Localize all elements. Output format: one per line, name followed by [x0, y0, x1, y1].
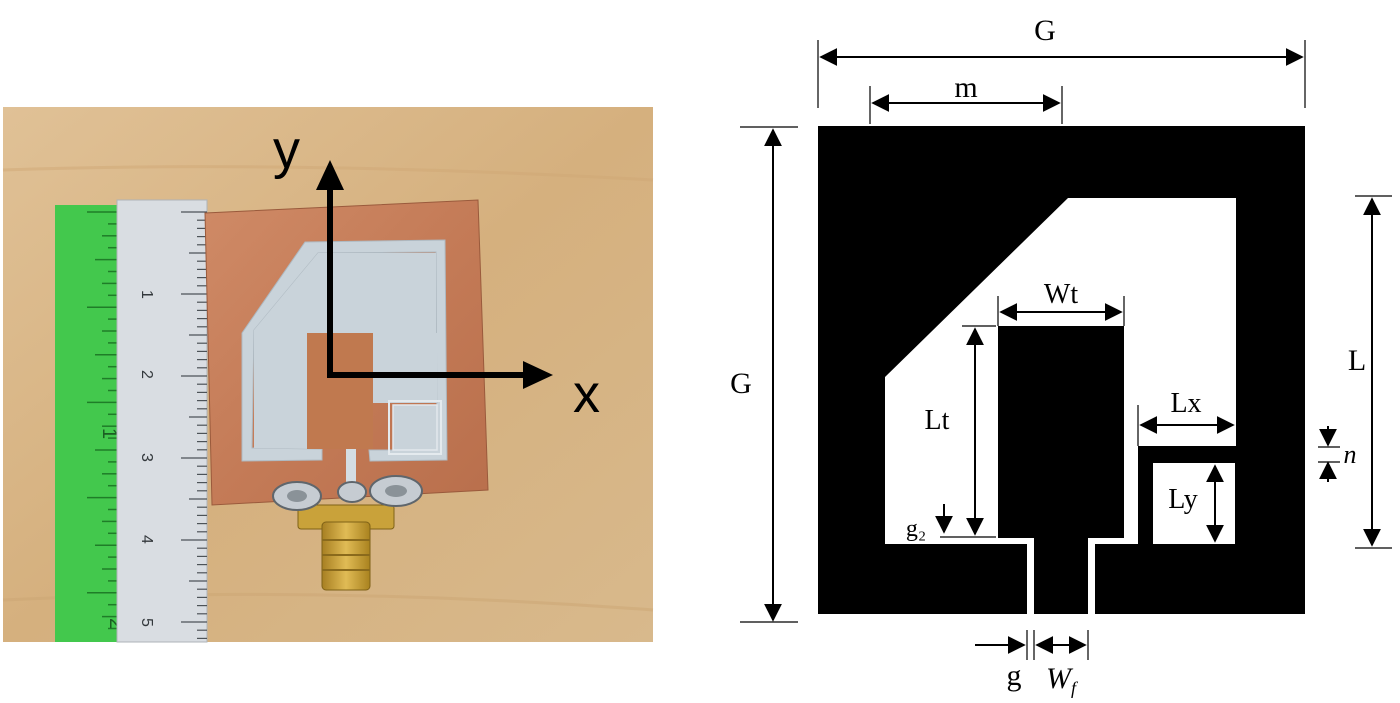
sma-connector — [272, 475, 423, 591]
feed-gap-left — [1027, 536, 1034, 614]
label-g-top: G — [1034, 14, 1056, 47]
label-n: n — [1344, 440, 1357, 469]
label-ly: Ly — [1168, 484, 1198, 515]
label-lt: Lt — [925, 405, 950, 436]
label-wt: Wt — [1044, 279, 1078, 310]
inner-dimension-lines — [935, 296, 1235, 543]
x-axis-label: x — [573, 364, 600, 424]
steel-metric-ruler: 1 2 3 4 5 — [116, 199, 208, 643]
label-g-feed: g — [1007, 659, 1022, 692]
dimension-lines — [740, 40, 1392, 623]
label-l: L — [1348, 344, 1366, 377]
y-axis-label: y — [273, 120, 300, 180]
label-m: m — [954, 71, 977, 104]
copper-stub — [307, 333, 373, 449]
dimension-labels: G m G L Wt Lt Lx Ly n g₂ g Wf — [730, 14, 1366, 698]
label-wf: Wf — [1046, 662, 1079, 698]
label-g-left: G — [730, 367, 752, 400]
label-lx: Lx — [1170, 388, 1201, 419]
coordinate-axes: y x — [273, 120, 600, 424]
inch-label-1: 1 — [98, 428, 120, 439]
cm-label-5: 5 — [138, 618, 155, 627]
feed-dimension-lines — [975, 630, 1089, 660]
prototype-photo: 1 2 1 2 3 4 5 — [2, 107, 654, 643]
antenna-geometry-diagram: G m G L Wt Lt Lx Ly n g₂ g Wf — [730, 14, 1392, 698]
cm-label-2: 2 — [138, 370, 155, 379]
cm-label-4: 4 — [138, 535, 155, 544]
cm-label-1: 1 — [138, 290, 155, 299]
label-wf-base: W — [1046, 662, 1074, 695]
cm-label-3: 3 — [138, 453, 155, 462]
antenna-pcb — [204, 199, 489, 506]
tuning-stub — [998, 326, 1124, 538]
inch-label-2: 2 — [105, 618, 127, 629]
label-wf-sub: f — [1071, 678, 1079, 698]
label-g2: g₂ — [906, 516, 926, 542]
silver-square — [392, 404, 438, 451]
feed-gap-right — [1088, 536, 1095, 614]
silver-inner-fill — [318, 253, 436, 333]
